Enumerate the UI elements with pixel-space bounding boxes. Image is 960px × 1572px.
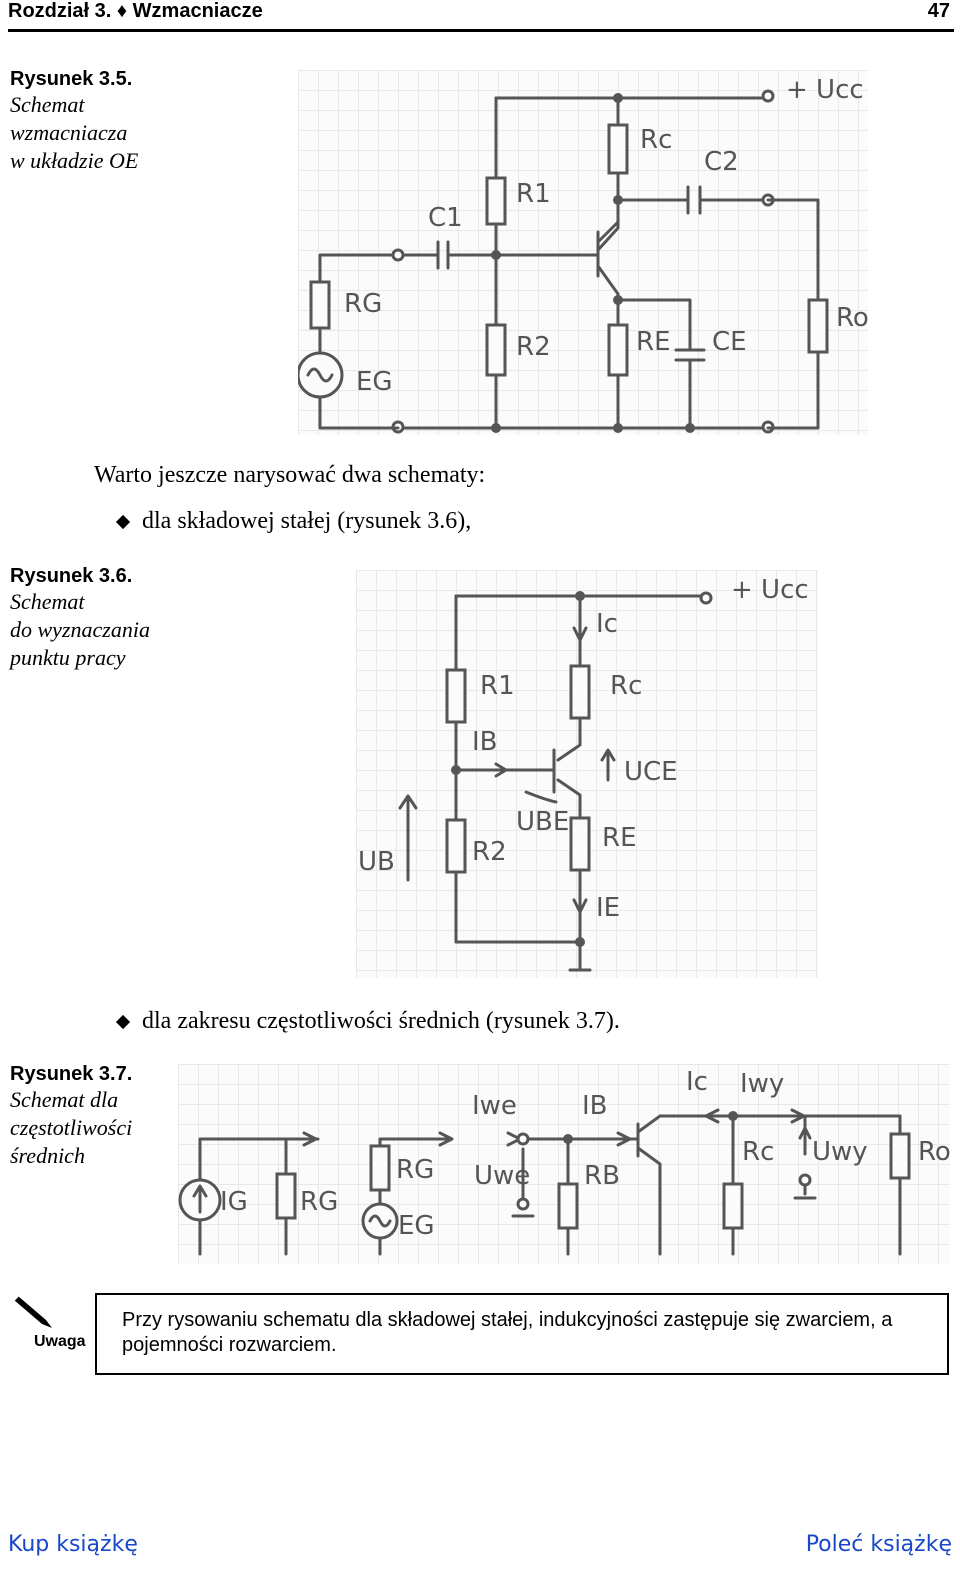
rg-resistor: [309, 280, 331, 330]
label-rg-1: RG: [300, 1187, 338, 1217]
figure-3-7-caption-line: Schemat dla: [10, 1087, 119, 1112]
figure-3-7-caption-line: częstotliwości: [10, 1115, 133, 1140]
c1-capacitor: [436, 240, 450, 270]
r1-resistor: [485, 176, 507, 226]
rc-resistor: [569, 664, 591, 720]
figure-3-6-caption-line: Schemat: [10, 589, 85, 614]
rc-resistor: [607, 123, 629, 175]
label-ic: Ic: [686, 1067, 708, 1097]
header-rule: [8, 29, 954, 32]
intro-text: Warto jeszcze narysować dwa schematy:: [94, 462, 486, 488]
bullet-text: dla składowej stałej (rysunek 3.6),: [142, 508, 472, 534]
figure-3-7-caption: Rysunek 3.7. Schemat dla częstotliwości …: [10, 1063, 132, 1170]
diamond-bullet-icon: [115, 1014, 131, 1029]
label-ib: IB: [472, 727, 498, 757]
label-ro: Ro: [918, 1137, 950, 1167]
rg-resistor-1: [275, 1172, 297, 1220]
oe-amplifier-circuit: + Ucc Rc C2 R1 C1 RG R2 RE CE Ro EG: [296, 75, 869, 434]
figure-3-5-caption-line: Schemat: [10, 92, 85, 117]
label-uwe: Uwe: [474, 1161, 530, 1191]
bullet-text: dla zakresu częstotliwości średnich (rys…: [142, 1008, 620, 1034]
label-uce: UCE: [624, 757, 678, 787]
diamond-bullet-icon: [115, 514, 131, 529]
ro-resistor: [807, 298, 829, 354]
label-r1: R1: [516, 179, 551, 209]
r1-resistor: [445, 668, 467, 724]
buy-book-link[interactable]: Kup książkę: [8, 1532, 138, 1557]
label-re: RE: [602, 823, 637, 853]
label-r2: R2: [472, 837, 507, 867]
label-ro: Ro: [836, 303, 868, 333]
label-eg: EG: [356, 367, 393, 397]
label-rg: RG: [344, 289, 382, 319]
r2-resistor: [445, 818, 467, 874]
note-text: Przy rysowaniu schematu dla składowej st…: [122, 1309, 893, 1356]
rb-resistor: [557, 1182, 579, 1230]
label-c1: C1: [428, 203, 463, 233]
r2-resistor: [485, 323, 507, 377]
label-c2: C2: [704, 147, 739, 177]
c2-capacitor: [686, 185, 702, 215]
pencil-icon: [12, 1292, 58, 1332]
label-ie: IE: [596, 893, 620, 923]
input-terminal: [391, 248, 405, 262]
ce-capacitor: [674, 348, 706, 362]
ucc-terminal: [761, 89, 775, 103]
recommend-book-link[interactable]: Poleć książkę: [805, 1532, 952, 1557]
figure-3-6-title: Rysunek 3.6.: [10, 565, 133, 587]
label-uwy: Uwy: [812, 1137, 868, 1167]
figure-3-7-caption-line: średnich: [10, 1143, 85, 1168]
label-ce: CE: [712, 327, 747, 357]
label-ig: IG: [220, 1187, 248, 1217]
figure-3-6-caption-line: punktu pracy: [10, 645, 126, 670]
mid-frequency-circuit: IG RG RG EG Iwe Uwe IB RB Ic Iwy Rc Uwy …: [178, 1067, 951, 1256]
bullet-item: dla składowej stałej (rysunek 3.6),: [115, 508, 472, 535]
rc-resistor: [722, 1182, 744, 1230]
label-ucc: + Ucc: [786, 75, 864, 105]
label-ube: UBE: [516, 807, 569, 837]
label-rc: Rc: [640, 125, 672, 155]
rg-resistor-2: [369, 1144, 391, 1192]
label-ucc: + Ucc: [731, 575, 809, 605]
figure-3-5-caption-line: w układzie OE: [10, 148, 139, 173]
page-number: 47: [927, 0, 950, 22]
figure-3-6-caption-line: do wyznaczania: [10, 617, 150, 642]
label-eg: EG: [398, 1211, 435, 1241]
label-r2: R2: [516, 332, 551, 362]
label-iwy: Iwy: [740, 1069, 784, 1099]
note-label: Uwaga: [34, 1333, 86, 1350]
figure-3-5-schematic: + Ucc Rc C2 R1 C1 RG R2 RE CE Ro EG: [296, 70, 869, 435]
re-resistor: [607, 323, 629, 377]
label-rc: Rc: [610, 671, 642, 701]
ro-resistor: [889, 1132, 911, 1180]
label-rg-2: RG: [396, 1155, 434, 1185]
figure-3-6-caption: Rysunek 3.6. Schemat do wyznaczania punk…: [10, 565, 150, 672]
label-ub: UB: [358, 847, 395, 877]
ucc-terminal: [699, 591, 713, 605]
bullet-item: dla zakresu częstotliwości średnich (rys…: [115, 1008, 620, 1035]
dc-operating-point-circuit: + Ucc Ic R1 Rc IB UCE UBE RE R2 UB IE: [358, 575, 809, 972]
figure-3-7-title: Rysunek 3.7.: [10, 1063, 133, 1085]
figure-3-5-title: Rysunek 3.5.: [10, 68, 133, 90]
label-re: RE: [636, 327, 671, 357]
figure-3-5-caption: Rysunek 3.5. Schemat wzmacniacza w układ…: [10, 68, 138, 175]
label-r1: R1: [480, 671, 515, 701]
label-ic: Ic: [596, 609, 618, 639]
chapter-header: Rozdział 3. ♦ Wzmacniacze: [8, 0, 263, 22]
label-iwe: Iwe: [472, 1091, 517, 1121]
figure-3-5-caption-line: wzmacniacza: [10, 120, 128, 145]
label-ib: IB: [582, 1091, 608, 1121]
label-rb: RB: [584, 1161, 620, 1191]
figure-3-7-schematic: IG RG RG EG Iwe Uwe IB RB Ic Iwy Rc Uwy …: [178, 1064, 951, 1264]
figure-3-6-schematic: + Ucc Ic R1 Rc IB UCE UBE RE R2 UB IE: [356, 570, 818, 978]
re-resistor: [569, 816, 591, 872]
note-box: [95, 1293, 949, 1375]
label-rc: Rc: [742, 1137, 774, 1167]
